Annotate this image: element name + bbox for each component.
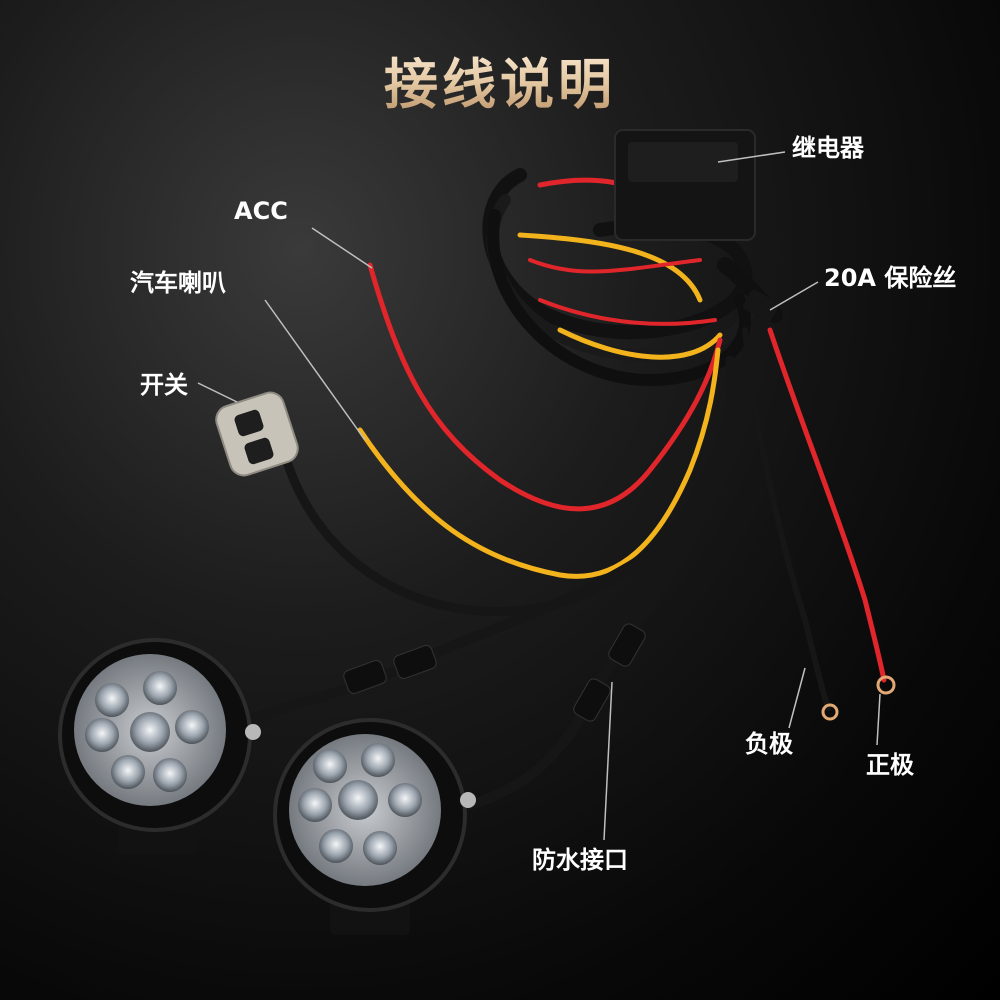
waterproof-connector-left	[343, 645, 437, 694]
leader-lines	[197, 151, 881, 841]
label-positive: 正极	[866, 751, 914, 779]
light-cable-left	[245, 365, 740, 725]
label-switch: 开关	[140, 371, 188, 399]
fuse-holder	[717, 257, 783, 323]
switch-module	[215, 391, 299, 477]
negative-black-wire	[742, 327, 831, 711]
label-acc: ACC	[234, 197, 288, 225]
label-fuse: 20A 保险丝	[824, 264, 957, 292]
label-negative: 负极	[745, 730, 793, 758]
acc-red-wire	[367, 262, 723, 512]
light-left	[58, 638, 261, 855]
negative-ring-terminal	[821, 703, 839, 721]
horn-yellow-wire	[357, 347, 721, 579]
light-cable-right	[465, 365, 745, 810]
positive-red-wire	[767, 327, 887, 683]
positive-ring-terminal	[876, 675, 896, 695]
label-waterproof: 防水接口	[532, 846, 628, 874]
page-title: 接线说明	[0, 40, 1000, 119]
waterproof-connector-right	[573, 623, 646, 722]
label-horn: 汽车喇叭	[130, 269, 226, 297]
light-right	[273, 718, 476, 935]
relay-box	[614, 129, 756, 241]
label-relay: 继电器	[792, 134, 864, 162]
